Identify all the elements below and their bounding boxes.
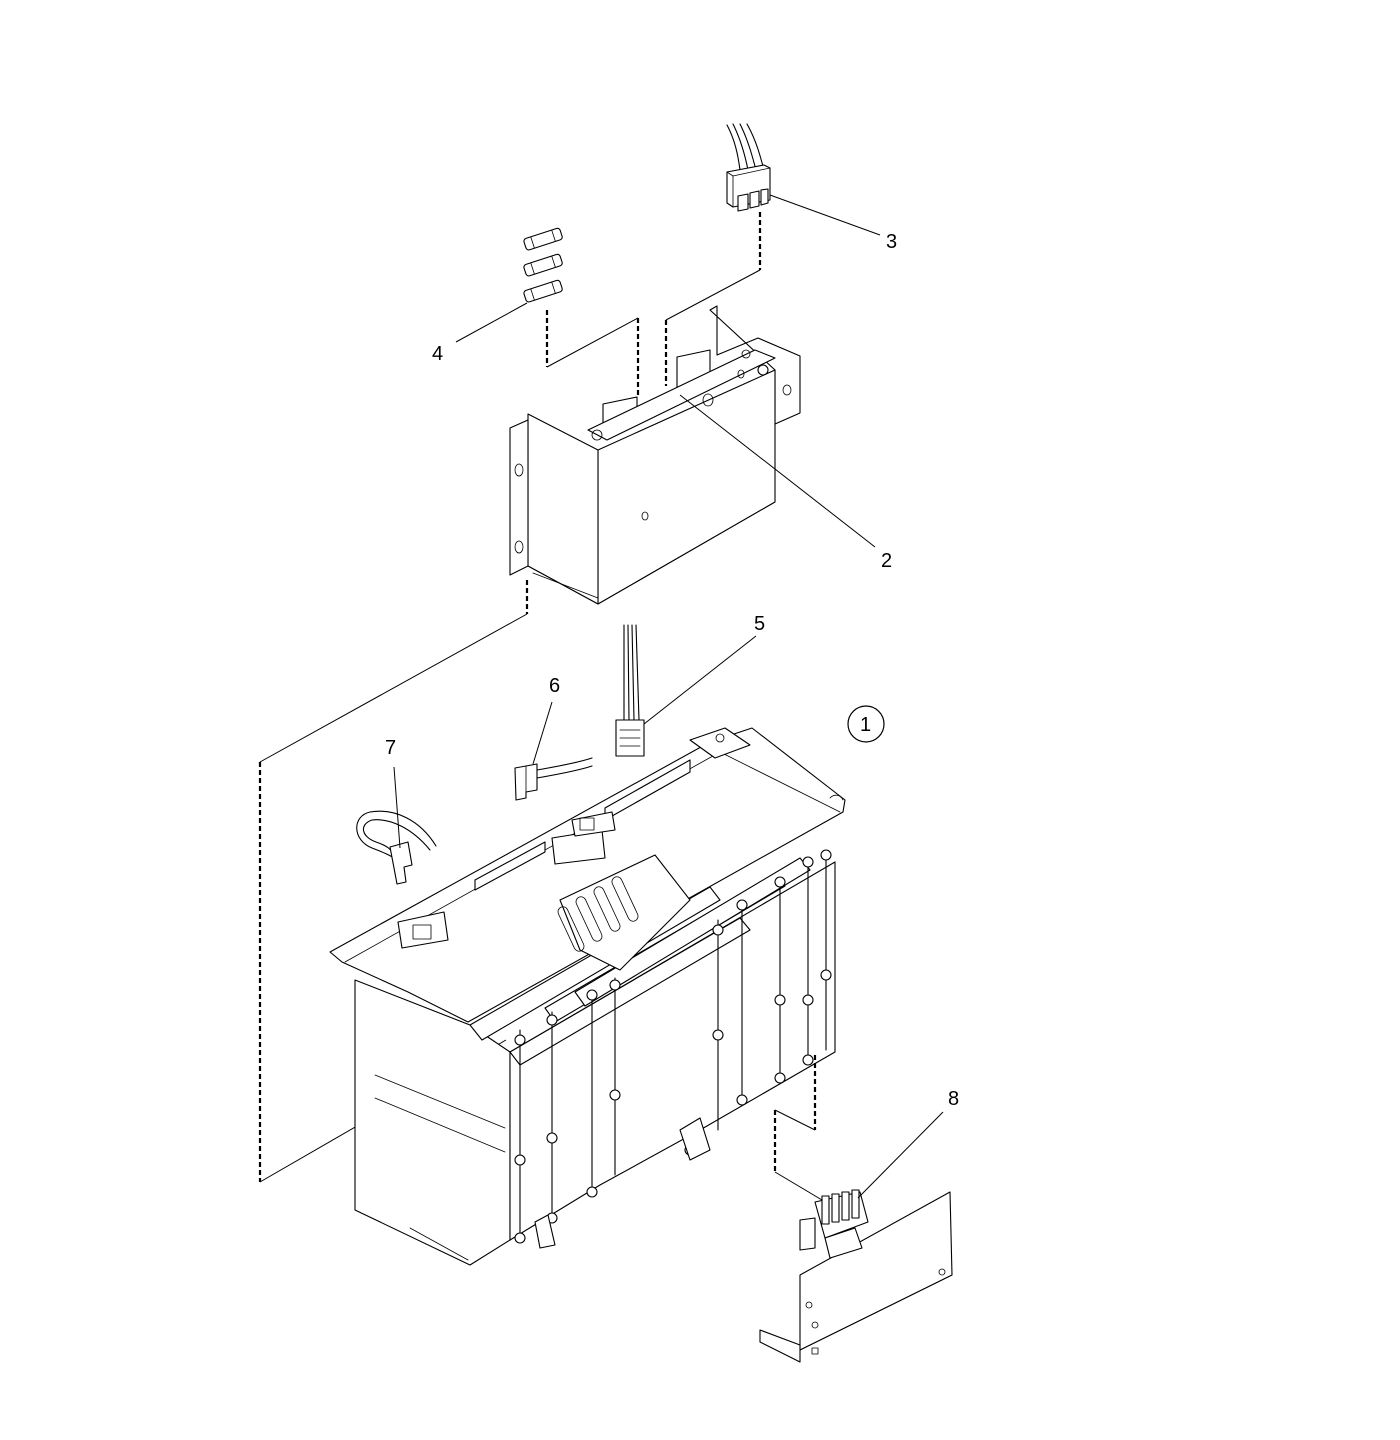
assembly-path-3b: [665, 269, 761, 321]
callout-2: 2: [881, 550, 892, 572]
fuse-holder-bracket-2: [509, 305, 801, 605]
circuit-board-8: [759, 1189, 953, 1363]
leader-line-6: [532, 701, 553, 765]
assembly-path-4b: [546, 317, 639, 368]
leader-line-7: [393, 766, 401, 849]
callout-8: 8: [948, 1088, 959, 1110]
callout-5: 5: [754, 613, 765, 635]
leader-line-3: [769, 194, 881, 236]
assembly-path-8b: [774, 1109, 816, 1131]
callout-6: 6: [549, 675, 560, 697]
callout-4: 4: [432, 343, 443, 365]
connector-6: [514, 757, 593, 801]
callout-7: 7: [385, 737, 396, 759]
fuse-set-4: [523, 227, 563, 303]
cable-plug-5: [615, 624, 645, 757]
leader-line-2: [679, 394, 876, 548]
chassis-assembly-1: [329, 727, 846, 1266]
connector-plug-3: [726, 123, 771, 212]
callout-3: 3: [886, 231, 897, 253]
assembly-path-2b: [259, 613, 528, 763]
leader-line-5: [643, 635, 757, 725]
looped-cable-7: [356, 810, 437, 885]
callout-circle-1: 1: [847, 705, 885, 743]
callout-1: 1: [860, 714, 871, 736]
assembly-path-8d: [774, 1171, 823, 1201]
leader-line-4: [455, 302, 528, 343]
leader-line-8: [857, 1111, 944, 1199]
